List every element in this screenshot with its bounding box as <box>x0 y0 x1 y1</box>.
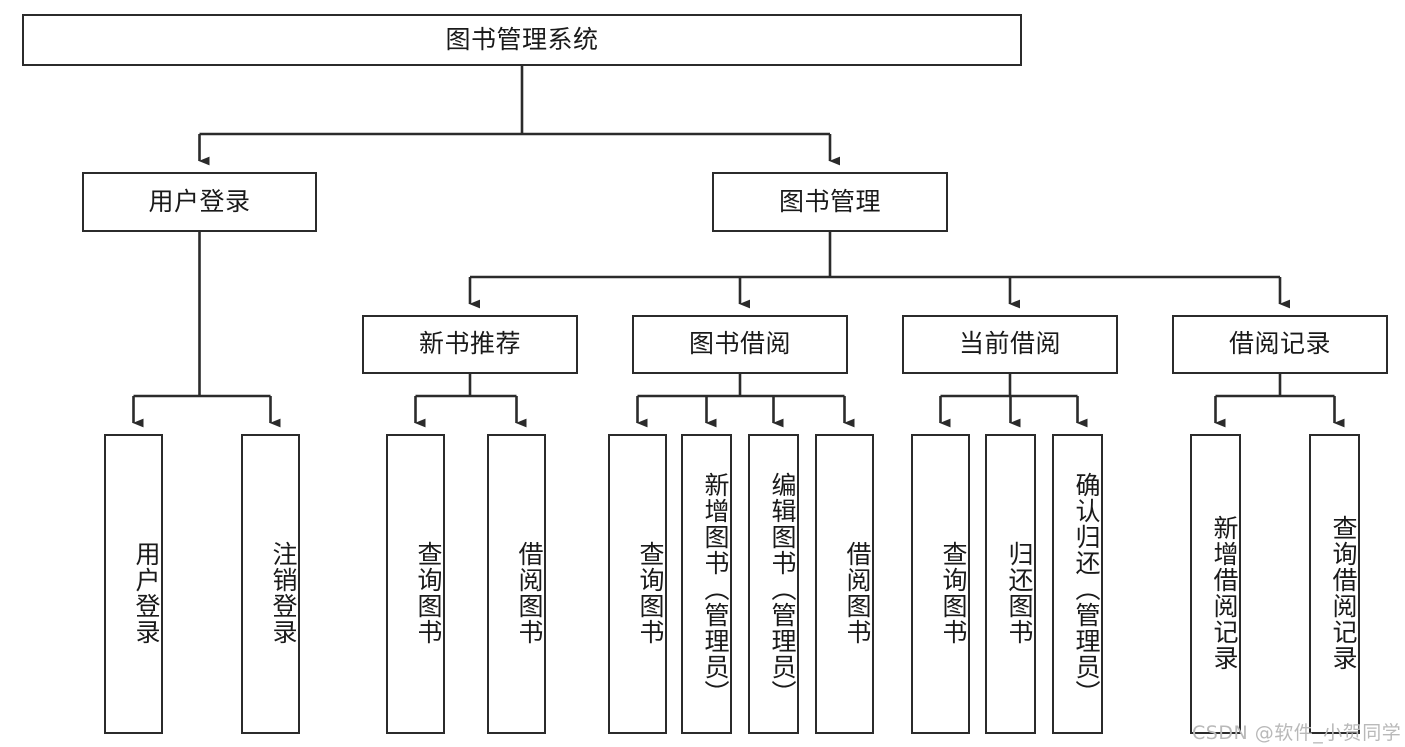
leaf-current-return[interactable]: 归还图书 <box>985 434 1036 734</box>
node-new-book-recommend[interactable]: 新书推荐 <box>362 315 578 374</box>
leaf-borrow-lend[interactable]: 借阅图书 <box>815 434 874 734</box>
node-root-label: 图书管理系统 <box>445 24 599 54</box>
leaf-borrow-edit-label: 编辑图书（管理员） <box>768 472 797 706</box>
leaf-recommend-query-label: 查询图书 <box>414 541 443 645</box>
node-new-book-recommend-label: 新书推荐 <box>418 329 521 359</box>
leaf-borrow-lend-label: 借阅图书 <box>843 541 872 645</box>
node-book-borrow[interactable]: 图书借阅 <box>632 315 848 374</box>
leaf-borrow-add-label: 新增图书（管理员） <box>701 472 730 706</box>
leaf-user-login[interactable]: 用户登录 <box>104 434 163 734</box>
leaf-record-query-label: 查询借阅记录 <box>1329 515 1358 671</box>
leaf-record-add[interactable]: 新增借阅记录 <box>1190 434 1241 734</box>
leaf-user-login-label: 用户登录 <box>132 541 161 645</box>
leaf-borrow-edit[interactable]: 编辑图书（管理员） <box>748 434 799 734</box>
node-user-login[interactable]: 用户登录 <box>82 172 317 232</box>
node-current-borrow[interactable]: 当前借阅 <box>902 315 1118 374</box>
node-book-manage[interactable]: 图书管理 <box>712 172 948 232</box>
leaf-borrow-query[interactable]: 查询图书 <box>608 434 667 734</box>
node-root[interactable]: 图书管理系统 <box>22 14 1022 66</box>
node-borrow-record-label: 借阅记录 <box>1228 329 1331 359</box>
leaf-recommend-borrow[interactable]: 借阅图书 <box>487 434 546 734</box>
leaf-current-confirm-label: 确认归还（管理员） <box>1072 472 1101 706</box>
leaf-recommend-borrow-label: 借阅图书 <box>515 541 544 645</box>
leaf-user-logout[interactable]: 注销登录 <box>241 434 300 734</box>
leaf-record-query[interactable]: 查询借阅记录 <box>1309 434 1360 734</box>
leaf-borrow-add[interactable]: 新增图书（管理员） <box>681 434 732 734</box>
leaf-current-return-label: 归还图书 <box>1005 541 1034 645</box>
csdn-watermark: CSDN @软件_小贺同学 <box>1192 722 1402 744</box>
leaf-recommend-query[interactable]: 查询图书 <box>386 434 445 734</box>
leaf-user-logout-label: 注销登录 <box>269 541 298 645</box>
node-book-manage-label: 图书管理 <box>778 186 881 216</box>
leaf-current-query[interactable]: 查询图书 <box>911 434 970 734</box>
leaf-borrow-query-label: 查询图书 <box>636 541 665 645</box>
node-borrow-record[interactable]: 借阅记录 <box>1172 315 1388 374</box>
node-current-borrow-label: 当前借阅 <box>958 329 1061 359</box>
node-user-login-label: 用户登录 <box>148 186 251 216</box>
leaf-current-query-label: 查询图书 <box>939 541 968 645</box>
leaf-current-confirm[interactable]: 确认归还（管理员） <box>1052 434 1103 734</box>
node-book-borrow-label: 图书借阅 <box>688 329 791 359</box>
leaf-record-add-label: 新增借阅记录 <box>1210 515 1239 671</box>
